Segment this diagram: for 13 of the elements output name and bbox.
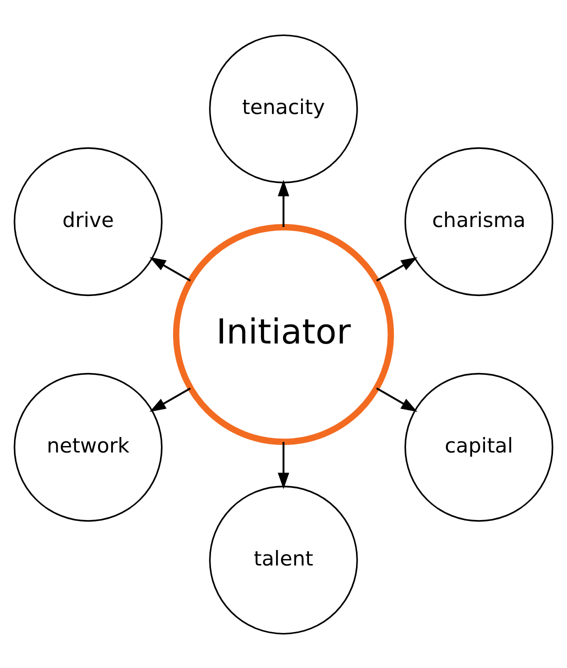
arrow bbox=[376, 386, 418, 412]
node-circle: talent bbox=[209, 485, 358, 634]
node-circle: tenacity bbox=[209, 34, 358, 183]
node-circle: capital bbox=[404, 372, 554, 522]
node-circle: Initiator bbox=[173, 224, 394, 444]
arrow bbox=[376, 256, 418, 282]
node-circle: charisma bbox=[404, 146, 554, 296]
node-circle: drive bbox=[14, 146, 163, 296]
arrow bbox=[150, 256, 191, 282]
arrow bbox=[278, 179, 290, 226]
arrow bbox=[278, 442, 290, 489]
node-circle: network bbox=[14, 372, 163, 522]
arrow bbox=[150, 386, 191, 412]
